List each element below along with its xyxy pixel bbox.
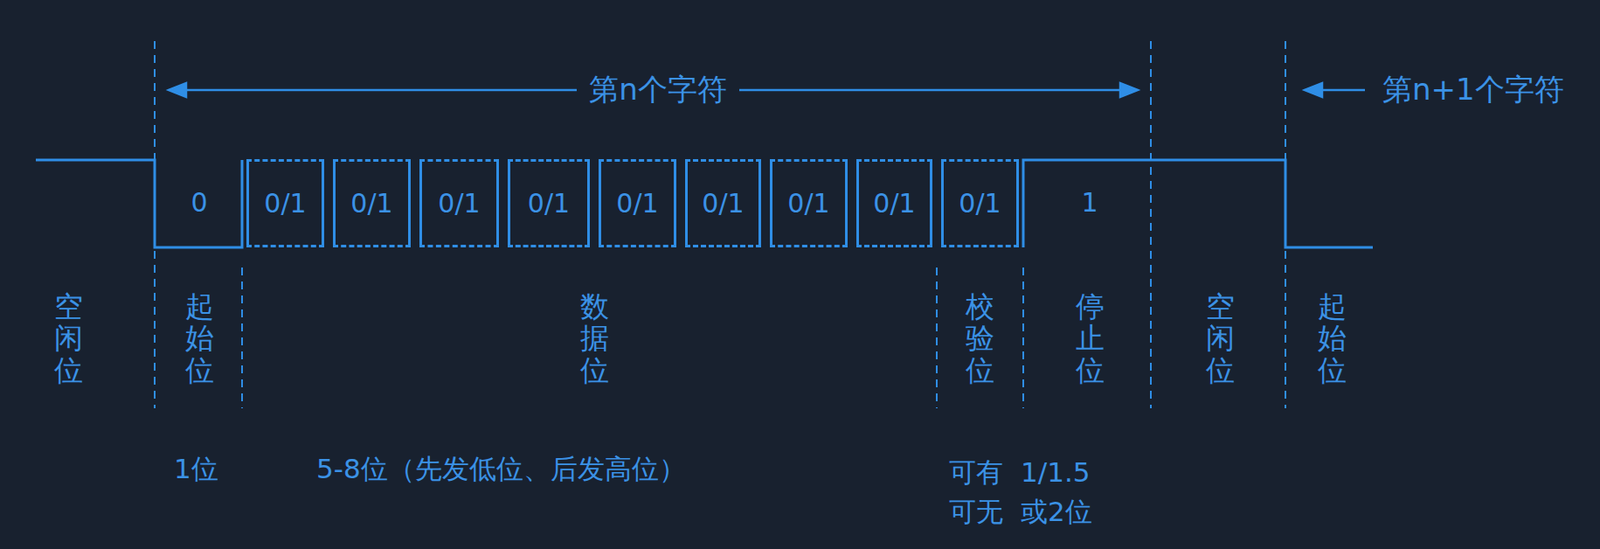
- bit-box: 0/1: [685, 159, 762, 248]
- bit-count-note: 可有 可无: [948, 452, 1014, 532]
- field-name: 数据位: [580, 290, 610, 387]
- bit-box: 0/1: [507, 159, 590, 248]
- field-name: 起始位: [1317, 290, 1347, 387]
- bit-value: 0/1: [527, 187, 570, 219]
- arrow-head: [1120, 83, 1138, 97]
- bit-count-note: 1位: [173, 452, 219, 485]
- bit-box: 0/1: [419, 159, 499, 248]
- bit-value: 0/1: [437, 187, 480, 219]
- bit-value: 0/1: [616, 187, 659, 219]
- bit-box: 0/1: [598, 159, 677, 248]
- arrow-head: [1304, 83, 1323, 97]
- field-name: 空闲位: [54, 290, 84, 387]
- boundary-dashed: [1022, 267, 1025, 409]
- field-name: 起始位: [185, 290, 215, 387]
- bit-box: 0/1: [941, 159, 1019, 248]
- bit-box: 0/1: [769, 159, 848, 248]
- bit-value: 0/1: [350, 187, 393, 219]
- char-span-label: 第n+1个字符: [1370, 71, 1577, 108]
- bit-count-note: 1/1.5 或2位: [1020, 452, 1108, 532]
- bit-box: 0/1: [856, 159, 933, 248]
- stop-waveform: [1023, 159, 1373, 248]
- arrow-head: [168, 83, 187, 97]
- bit-value: 1: [1080, 187, 1098, 219]
- bit-value: 0/1: [958, 187, 1001, 219]
- start-waveform: [35, 159, 243, 248]
- field-name: 停止位: [1075, 290, 1105, 387]
- bit-count-note: 5-8位（先发低位、后发高位）: [316, 452, 686, 485]
- field-name: 空闲位: [1205, 290, 1235, 387]
- field-name: 校验位: [965, 290, 995, 387]
- boundary-dashed: [935, 267, 938, 409]
- boundary-dashed: [241, 267, 243, 409]
- bit-value: 0: [190, 187, 208, 219]
- boundary-dashed: [1149, 41, 1152, 409]
- char-span-label: 第n个字符: [576, 71, 740, 108]
- bit-value: 0/1: [787, 187, 830, 219]
- bit-box: 0/1: [246, 159, 325, 248]
- bit-value: 0/1: [263, 187, 306, 219]
- bit-value: 0/1: [701, 187, 744, 219]
- bit-value: 0/1: [872, 187, 915, 219]
- bit-box: 0/1: [332, 159, 411, 248]
